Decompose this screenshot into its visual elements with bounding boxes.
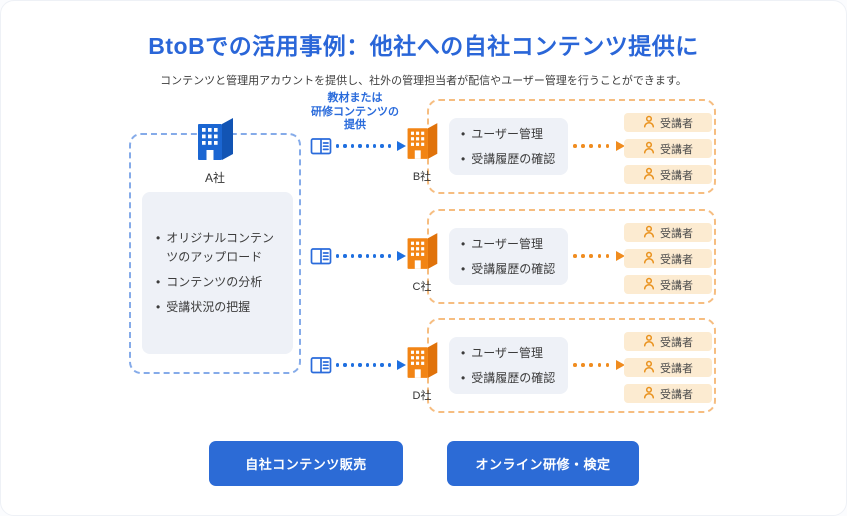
bullet-dot: • [156, 230, 161, 245]
provider-task: • 受講状況の把握 [156, 298, 283, 317]
dotted-arrow-icon [336, 251, 407, 261]
bullet-dot: • [461, 345, 466, 360]
bullet-dot: • [156, 300, 161, 315]
bullet-dot: • [461, 370, 466, 385]
online-training-exam-button[interactable]: オンライン研修・検定 [447, 441, 639, 486]
bullet-dot: • [461, 236, 466, 251]
client-task: • 受講履歴の確認 [461, 369, 562, 388]
client-task-panel: • ユーザー管理 • 受講履歴の確認 [449, 118, 568, 175]
building-icon [405, 342, 439, 384]
client-task: • ユーザー管理 [461, 125, 562, 144]
client-task: • ユーザー管理 [461, 344, 562, 363]
provider-building: A社 [180, 116, 250, 186]
client-row-b: B社 • ユーザー管理 • 受講履歴の確認 受講者 受講者 受講者 [304, 99, 717, 194]
flow-label-line: 提供 [344, 119, 366, 131]
attendee-label: 受講者 [660, 279, 693, 292]
client-task-label: ユーザー管理 [471, 236, 543, 251]
client-task: • 受講履歴の確認 [461, 150, 562, 169]
client-building: D社 [402, 340, 442, 403]
attendee-chip: 受講者 [624, 358, 712, 377]
client-task-panel: • ユーザー管理 • 受講履歴の確認 [449, 337, 568, 394]
page-title: BtoBでの活用事例：他社への自社コンテンツ提供に [148, 33, 699, 59]
attendee-chip: 受講者 [624, 332, 712, 351]
attendee-list: 受講者 受講者 受講者 [624, 223, 712, 294]
attendee-label: 受講者 [660, 253, 693, 266]
client-task-label: 受講履歴の確認 [471, 151, 556, 166]
person-icon [643, 225, 655, 241]
flow-label: 教材または 研修コンテンツの 提供 [303, 92, 407, 133]
person-icon [643, 334, 655, 350]
flow-label-line: 教材または [327, 92, 383, 104]
client-task-panel: • ユーザー管理 • 受講履歴の確認 [449, 228, 568, 285]
person-icon [643, 115, 655, 131]
provider-task-label: オリジナルコンテンツのアップロード [166, 230, 274, 264]
attendee-label: 受講者 [660, 336, 693, 349]
attendee-list: 受講者 受講者 受講者 [624, 113, 712, 184]
client-row-c: C社 • ユーザー管理 • 受講履歴の確認 受講者 受講者 受講者 [304, 209, 717, 304]
person-icon [643, 386, 655, 402]
attendee-list: 受講者 受講者 受講者 [624, 332, 712, 403]
client-row-d: D社 • ユーザー管理 • 受講履歴の確認 受講者 受講者 受講者 [304, 318, 717, 413]
client-name: B社 [412, 171, 432, 183]
dotted-arrow-icon [336, 360, 407, 370]
person-icon [643, 277, 655, 293]
attendee-chip: 受講者 [624, 275, 712, 294]
client-task-label: 受講履歴の確認 [471, 370, 556, 385]
client-task-label: ユーザー管理 [471, 126, 543, 141]
attendee-chip: 受講者 [624, 384, 712, 403]
open-book-icon [310, 137, 333, 161]
bullet-dot: • [156, 275, 161, 289]
attendee-chip: 受講者 [624, 249, 712, 268]
person-icon [643, 141, 655, 157]
client-task: • ユーザー管理 [461, 235, 562, 254]
provider-task: • コンテンツの分析 [156, 273, 283, 292]
building-icon [405, 233, 439, 275]
client-task-label: ユーザー管理 [471, 345, 543, 360]
open-book-icon [310, 356, 333, 380]
flow-label-line: 研修コンテンツの [311, 105, 399, 118]
page-subtitle: コンテンツと管理用アカウントを提供し、社外の管理担当者が配信やユーザー管理を行う… [160, 75, 687, 87]
own-content-sales-button[interactable]: 自社コンテンツ販売 [209, 441, 403, 486]
building-icon [405, 123, 439, 165]
open-book-icon [310, 247, 333, 271]
person-icon [643, 167, 655, 183]
dotted-arrow-icon [573, 360, 625, 370]
dotted-arrow-icon [573, 251, 625, 261]
attendee-label: 受講者 [660, 143, 693, 156]
attendee-label: 受講者 [660, 169, 693, 182]
building-icon [193, 118, 237, 166]
client-building: B社 [402, 121, 442, 184]
attendee-chip: 受講者 [624, 223, 712, 242]
attendee-chip: 受講者 [624, 139, 712, 158]
client-name: C社 [412, 281, 432, 293]
client-task: • 受講履歴の確認 [461, 260, 562, 279]
client-building: C社 [402, 231, 442, 294]
attendee-label: 受講者 [660, 227, 693, 240]
attendee-chip: 受講者 [624, 165, 712, 184]
attendee-label: 受講者 [660, 362, 693, 375]
bullet-dot: • [461, 151, 466, 166]
provider-company-box: A社 • オリジナルコンテンツのアップロード • コンテンツの分析 • 受講状況の把握 [129, 118, 301, 374]
provider-task-label: 受講状況の把握 [166, 300, 251, 315]
dotted-arrow-icon [573, 141, 625, 151]
provider-name: A社 [204, 171, 225, 185]
person-icon [643, 360, 655, 376]
provider-task: • オリジナルコンテンツのアップロード [156, 229, 283, 267]
provider-task-label: コンテンツの分析 [166, 275, 263, 289]
bullet-dot: • [461, 261, 466, 276]
client-name: D社 [412, 390, 432, 402]
attendee-label: 受講者 [660, 388, 693, 401]
bullet-dot: • [461, 126, 466, 141]
attendee-chip: 受講者 [624, 113, 712, 132]
provider-task-panel: • オリジナルコンテンツのアップロード • コンテンツの分析 • 受講状況の把握 [142, 192, 293, 354]
dotted-arrow-icon [336, 141, 407, 151]
attendee-label: 受講者 [660, 117, 693, 130]
person-icon [643, 251, 655, 267]
client-task-label: 受講履歴の確認 [471, 261, 556, 276]
